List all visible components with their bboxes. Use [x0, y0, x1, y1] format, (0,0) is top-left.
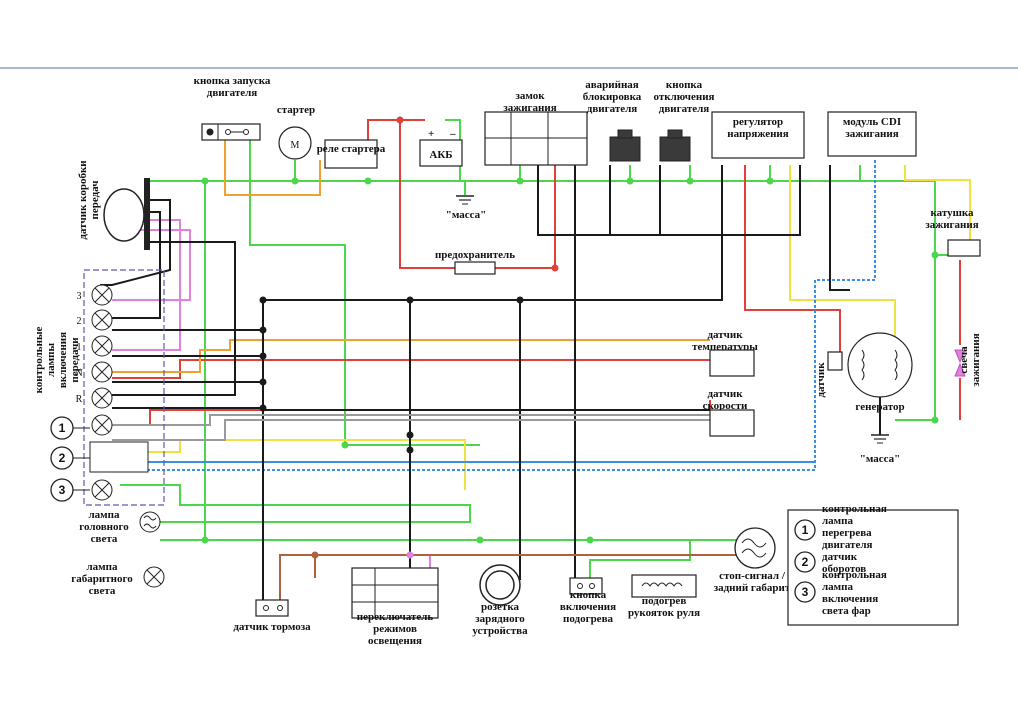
wires [100, 119, 971, 600]
battery-label: АКБ [429, 149, 452, 161]
gear-lamps-label: контрольныелампывключенияпередачи [33, 326, 81, 393]
brake-sensor: датчик тормоза [233, 599, 311, 633]
gear-label-1: 1 [77, 342, 82, 353]
dash-number-3: 3 [59, 483, 66, 497]
legend-num-1: 1 [802, 523, 809, 537]
gearbox-sensor-label: датчик коробкипередач [77, 160, 101, 240]
gear-lamp-2 [91, 309, 113, 331]
spark-plug-label: свечазажигания [958, 333, 982, 386]
fuse: предохранитель [435, 249, 515, 275]
gear-label-2: 2 [77, 316, 82, 327]
generator-label: генератор [855, 401, 904, 413]
gear-label-n: N [75, 368, 82, 379]
legend-num-3: 3 [802, 585, 809, 599]
gear-label-r: R [76, 394, 83, 405]
gear-lamp-r [91, 387, 113, 409]
gear-label-3: 3 [77, 291, 82, 302]
starter: стартер M [277, 104, 315, 160]
gear-lamp-n [91, 361, 113, 383]
gear-lamp-1 [91, 335, 113, 357]
stop-signal: стоп-сигнал /задний габарит [714, 527, 791, 594]
ground-top-label: "масса" [446, 209, 487, 221]
generator: генератор датчик "масса" [815, 332, 913, 465]
battery: АКБ + – "масса" [419, 128, 487, 221]
battery-plus: + [428, 128, 434, 140]
starter-relay-label: реле стартера [317, 143, 386, 155]
fuse-label: предохранитель [435, 249, 515, 261]
dash-lamp-3 [91, 479, 113, 501]
junction-dots [201, 116, 939, 559]
dash-number-1: 1 [59, 421, 66, 435]
dash-lamp-1 [91, 414, 113, 436]
generator-sensor-label: датчик [815, 362, 827, 398]
starter-motor-symbol: M [291, 140, 300, 151]
gearbox-sensor: датчик коробкипередач [77, 160, 150, 250]
dash-numbers: 1 2 3 [50, 416, 90, 502]
starter-label: стартер [277, 104, 315, 116]
legend-num-2: 2 [802, 555, 809, 569]
ground-generator-label: "масса" [860, 453, 901, 465]
battery-minus: – [449, 128, 456, 140]
spark-plug: свечазажигания [954, 333, 982, 387]
dashboard-box [83, 269, 165, 506]
gear-lamp-3 [91, 284, 113, 306]
starter-relay: реле стартера [317, 139, 386, 169]
tachometer-box [89, 441, 149, 473]
gear-lamps: 3 2 1 N R [75, 284, 149, 501]
dash-number-2: 2 [59, 451, 66, 465]
stop-signal-label: стоп-сигнал /задний габарит [714, 570, 791, 594]
brake-sensor-label: датчик тормоза [233, 621, 311, 633]
